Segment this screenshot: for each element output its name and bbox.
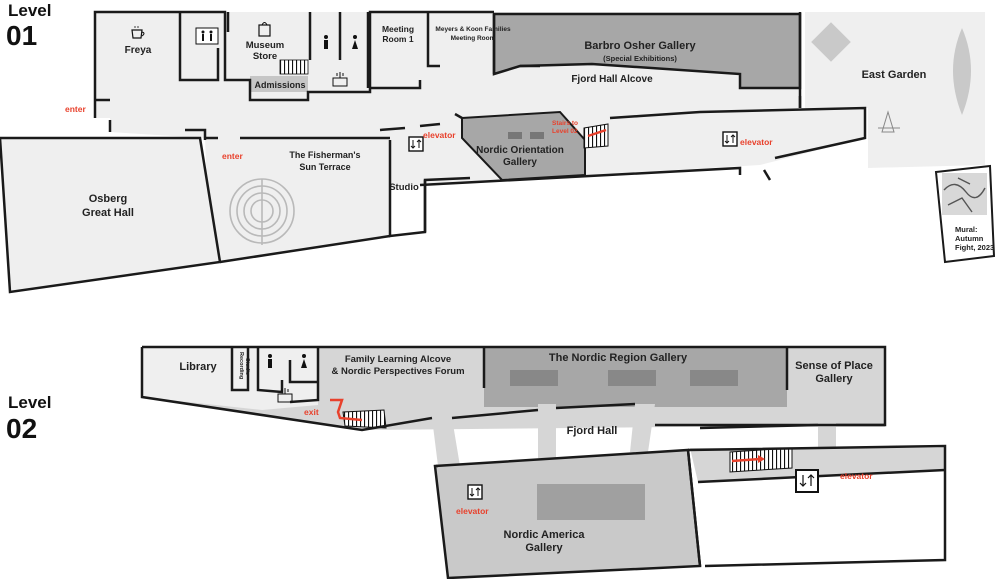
level-02-word: Level — [8, 393, 51, 412]
barbro-osher-label: Barbro Osher Gallery — [584, 40, 696, 52]
bridge-walkway[interactable] — [538, 404, 556, 458]
stairs-label-2: Level 02 — [552, 128, 578, 135]
meeting-room-1-label-2: Room 1 — [382, 34, 413, 44]
recording-studio-label-2: Studio — [244, 358, 250, 376]
elevator-icon[interactable] — [467, 484, 483, 500]
studio-label: Studio — [389, 182, 419, 193]
enter-label-2: enter — [222, 151, 243, 161]
garden-leaf-planter — [953, 28, 971, 115]
exhibit-case — [690, 370, 738, 386]
admissions-label: Admissions — [254, 80, 305, 90]
elevator-label-2: elevator — [740, 137, 773, 147]
exhibit-case — [530, 132, 544, 139]
nordic-orientation-label-1: Nordic Orientation — [476, 145, 564, 156]
restroom-women-icon — [352, 35, 358, 49]
restroom-men-icon — [324, 35, 328, 49]
library-area[interactable] — [142, 347, 318, 410]
stairs-to-level-02[interactable] — [583, 123, 609, 149]
bridge-walkway[interactable] — [630, 404, 655, 452]
fishermans-terrace-label-2: Sun Terrace — [299, 162, 350, 172]
museum-store-stairs[interactable] — [279, 59, 309, 75]
east-garden[interactable] — [805, 12, 985, 168]
recording-studio-label-1: Recording — [238, 352, 244, 379]
elevator-label-2: elevator — [840, 471, 873, 481]
stairs-arrow-icon — [587, 128, 607, 138]
coffee-icon — [131, 26, 145, 39]
stairs-label-1: Stairs to — [552, 120, 578, 127]
elevator-label-1: elevator — [456, 506, 489, 516]
shopping-bag-icon — [258, 22, 271, 37]
level-01-number: 01 — [6, 20, 37, 51]
fountain-icon — [332, 72, 348, 87]
meeting-room-1-label-1: Meeting — [382, 24, 414, 34]
elevator-label-1: elevator — [423, 130, 456, 140]
level-02-walls — [140, 345, 947, 568]
museum-store-label-1: Museum — [246, 40, 285, 51]
restroom-men-icon — [268, 354, 272, 368]
nordic-region-label: The Nordic Region Gallery — [549, 352, 688, 364]
exhibit-case — [510, 370, 558, 386]
sense-of-place-label-2: Gallery — [815, 373, 853, 385]
level-01: Level 01 East Garden Barbro Osher Galler… — [0, 1, 996, 294]
admissions-desk[interactable] — [250, 76, 308, 92]
enter-label-1: enter — [65, 104, 86, 114]
sense-of-place-label-1: Sense of Place — [795, 360, 873, 372]
exit-arrow-icon — [330, 398, 363, 422]
fjord-hall-label: Fjord Hall — [567, 425, 618, 437]
restroom-women-icon — [301, 354, 307, 368]
mural-image — [942, 173, 987, 215]
arrowhead-icon — [758, 455, 765, 463]
labyrinth-icon — [229, 178, 295, 245]
fishermans-terrace-label-1: The Fisherman's — [289, 150, 360, 160]
stairs-down[interactable] — [342, 409, 387, 429]
exit-label: exit — [304, 407, 319, 417]
meyers-koon-label-1: Meyers & Koon Families — [435, 26, 511, 33]
level-02: Level 02 The Nordic Region Gallery Sense… — [6, 345, 947, 579]
elevator-icon[interactable] — [408, 136, 424, 152]
exhibit-case — [508, 132, 522, 139]
level-01-word: Level — [8, 1, 51, 20]
level-01-walls — [93, 10, 867, 264]
east-garden-label: East Garden — [862, 69, 927, 81]
level-02-number: 02 — [6, 413, 37, 444]
meyers-koon-label-2: Meeting Room — [451, 35, 496, 42]
garden-tree-icon — [878, 110, 900, 133]
garden-square-planter — [811, 22, 851, 62]
fjord-hall-alcove-label: Fjord Hall Alcove — [571, 74, 653, 85]
fountain-icon — [277, 388, 293, 403]
east-room — [698, 470, 945, 566]
nordic-orientation-label-2: Gallery — [503, 157, 537, 168]
museum-store-label-2: Store — [253, 51, 277, 62]
elevator-icon[interactable] — [795, 469, 819, 493]
osberg-label-2: Great Hall — [82, 207, 134, 219]
special-exhibitions-label: (Special Exhibitions) — [603, 54, 677, 63]
mural-label-3: Fight, 2023 — [955, 243, 994, 252]
elevator-icon[interactable] — [722, 131, 738, 147]
mural-label-2: Autumn — [955, 234, 984, 243]
bridge-walkway[interactable] — [432, 418, 460, 466]
family-learning-label-2: & Nordic Perspectives Forum — [331, 366, 464, 377]
mural-label-1: Mural: — [955, 225, 978, 234]
osberg-label-1: Osberg — [89, 193, 128, 205]
library-label: Library — [179, 361, 217, 373]
exhibit-case — [537, 484, 645, 520]
restroom-icon — [195, 27, 219, 45]
stairs-arrow-icon — [731, 457, 761, 463]
exhibit-case — [608, 370, 656, 386]
freya-label: Freya — [125, 45, 152, 56]
family-learning-label-1: Family Learning Alcove — [345, 354, 451, 365]
nordic-america-label-1: Nordic America — [504, 529, 586, 541]
nordic-america-label-2: Gallery — [525, 542, 563, 554]
